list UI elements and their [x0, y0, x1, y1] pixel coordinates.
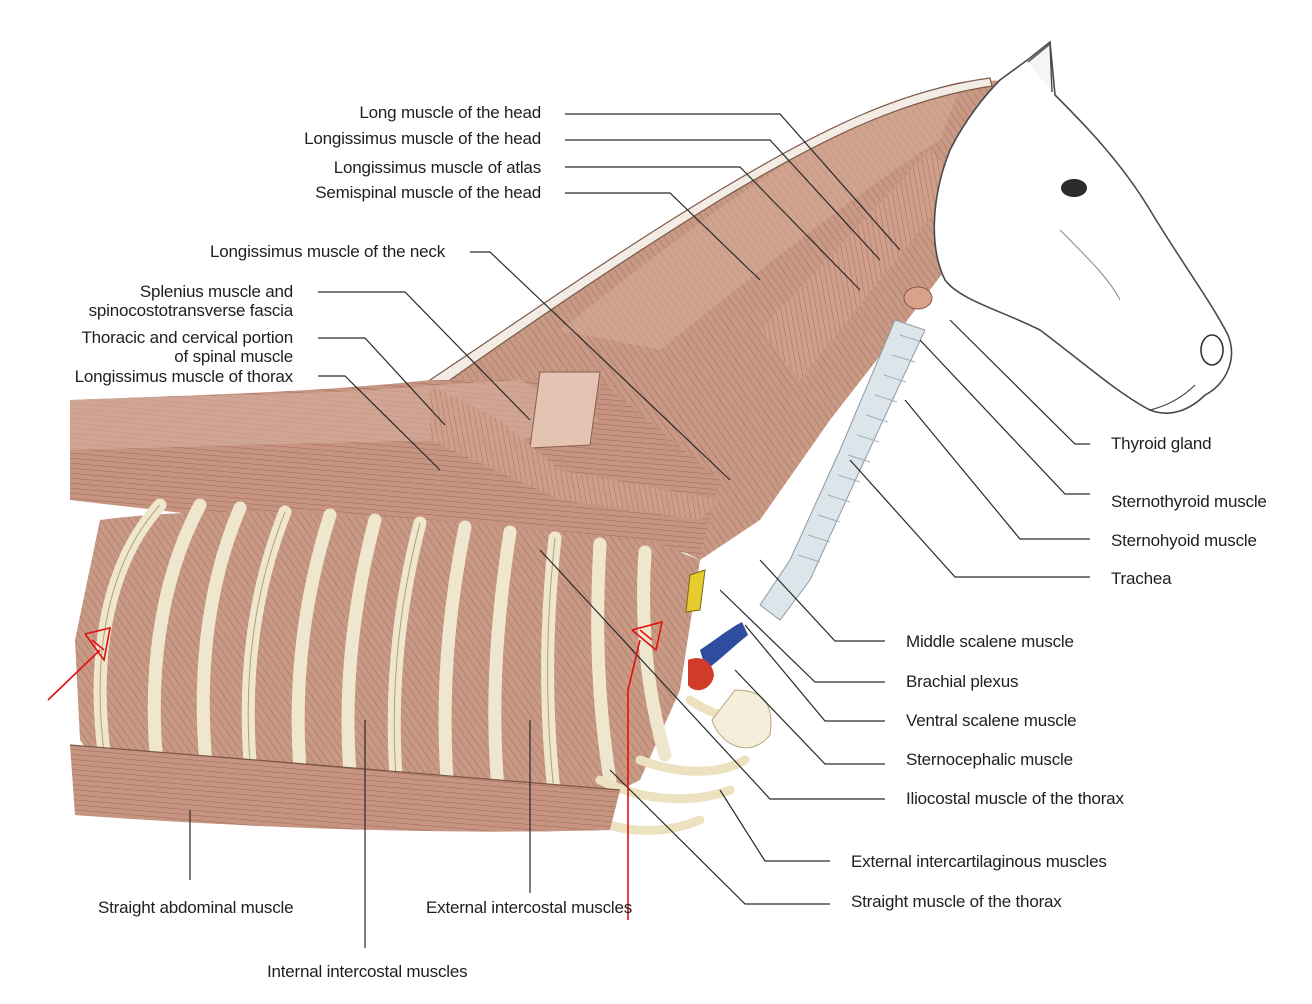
- label-ext-intercostal: External intercostal muscles: [426, 898, 633, 917]
- label-int-intercostal: Internal intercostal muscles: [267, 962, 468, 981]
- leader-lines: [189, 113, 1090, 948]
- label-ventral-scalene: Ventral scalene muscle: [906, 711, 1077, 730]
- label-long-muscle-head: Long muscle of the head: [359, 103, 541, 122]
- trachea-shape: [759, 286, 933, 621]
- label-longissimus-thorax: Longissimus muscle of thorax: [74, 367, 294, 386]
- label-sternohyoid: Sternohyoid muscle: [1111, 531, 1257, 550]
- label-middle-scalene: Middle scalene muscle: [906, 632, 1074, 651]
- rib-cage: [75, 498, 700, 830]
- label-splenius-2: spinocostotransverse fascia: [88, 301, 294, 320]
- abdominal-muscle: [69, 744, 621, 832]
- label-sternocephalic: Sternocephalic muscle: [906, 750, 1073, 769]
- red-annotations: [47, 620, 664, 920]
- brachial-region: [685, 569, 772, 749]
- label-spinal-2: of spinal muscle: [174, 347, 293, 366]
- label-longissimus-atlas: Longissimus muscle of atlas: [333, 158, 541, 177]
- mane-crest: [429, 77, 993, 391]
- label-iliocostal: Iliocostal muscle of the thorax: [906, 789, 1124, 808]
- label-ext-intercartilaginous: External intercartilaginous muscles: [851, 852, 1107, 871]
- label-longissimus-neck: Longissimus muscle of the neck: [210, 242, 445, 261]
- label-longissimus-head: Longissimus muscle of the head: [304, 129, 541, 148]
- label-thyroid-gland: Thyroid gland: [1111, 434, 1212, 453]
- label-sternothyroid: Sternothyroid muscle: [1111, 492, 1267, 511]
- label-splenius-1: Splenius muscle and: [139, 282, 293, 301]
- label-straight-thorax: Straight muscle of the thorax: [851, 892, 1062, 911]
- label-semispinal-head: Semispinal muscle of the head: [315, 183, 541, 202]
- horse-head: [933, 40, 1233, 414]
- label-spinal-1: Thoracic and cervical portion: [81, 328, 293, 347]
- label-brachial-plexus: Brachial plexus: [906, 672, 1019, 691]
- label-straight-abdominal: Straight abdominal muscle: [98, 898, 294, 917]
- label-trachea: Trachea: [1111, 569, 1172, 588]
